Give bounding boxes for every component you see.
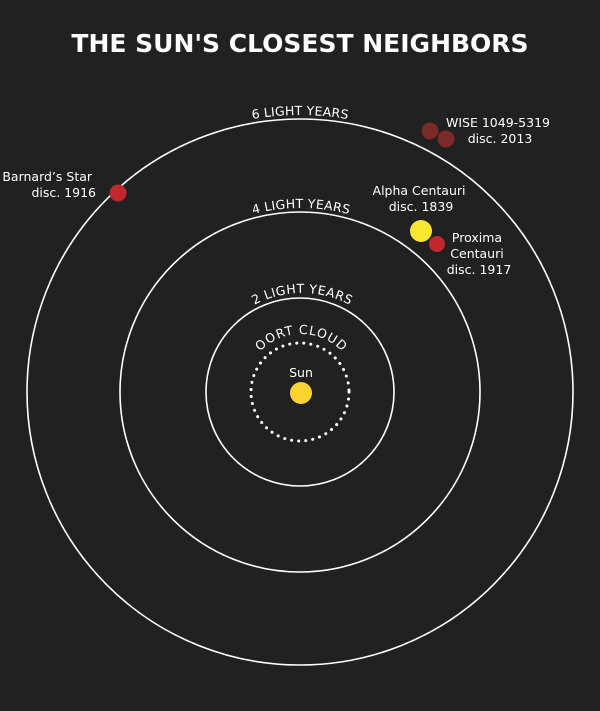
page-title: THE SUN'S CLOSEST NEIGHBORS	[71, 29, 528, 58]
ring-label-oort: OORT CLOUD	[252, 322, 350, 354]
sun-label: Sun	[289, 365, 313, 380]
alpha-centauri-dot	[410, 220, 432, 242]
proxima-centauri-dot	[429, 236, 445, 252]
ring-2-light-years	[205, 297, 395, 487]
ring-6-light-years	[26, 118, 574, 666]
wise-label: WISE 1049-5319 disc. 2013	[446, 115, 554, 146]
barnards-star-dot	[109, 184, 127, 202]
oort-cloud-ring	[249, 341, 351, 443]
alpha-centauri-label: Alpha Centauri disc. 1839	[373, 183, 470, 214]
proxima-centauri-label: Proxima Centauri disc. 1917	[447, 230, 512, 277]
ring-label-4: 4 LIGHT YEARS	[250, 196, 351, 217]
sun-dot	[290, 382, 312, 404]
barnards-star-label: Barnard’s Star disc. 1916	[2, 169, 96, 200]
ring-4-light-years	[119, 211, 481, 573]
ring-label-2: 2 LIGHT YEARS	[249, 281, 355, 308]
wise-dot-a	[421, 122, 439, 140]
wise-dot-b	[437, 130, 455, 148]
